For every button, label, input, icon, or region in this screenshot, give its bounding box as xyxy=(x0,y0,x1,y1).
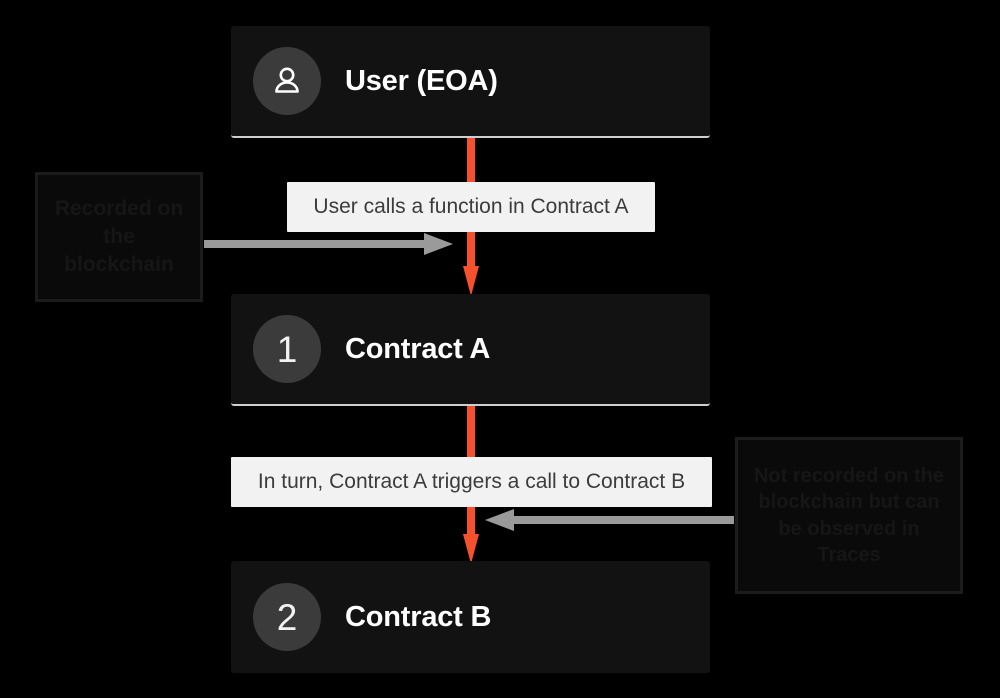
node-contract-b[interactable]: 2 Contract B xyxy=(231,561,710,673)
user-avatar-icon xyxy=(253,47,321,115)
callout-contract-a-triggers-b: In turn, Contract A triggers a call to C… xyxy=(231,457,712,507)
node-user-eoa[interactable]: User (EOA) xyxy=(231,26,710,138)
callout-contract-a-triggers-b-text: In turn, Contract A triggers a call to C… xyxy=(257,470,686,493)
callout-user-calls-function: User calls a function in Contract A xyxy=(287,182,655,232)
annotation-not-recorded-traces: Not recorded on the blockchain but can b… xyxy=(735,437,963,594)
node-contract-a-label: Contract A xyxy=(345,332,491,365)
annotation-not-recorded-traces-text: Not recorded on the blockchain but can b… xyxy=(753,464,944,566)
step-badge-2-number: 2 xyxy=(276,596,298,638)
annotation-pointer-arrow-left xyxy=(484,507,734,533)
annotation-pointer-arrow-right xyxy=(204,231,454,257)
annotation-recorded-on-blockchain-text: Recorded on the blockchain xyxy=(54,197,184,276)
step-badge-2: 2 xyxy=(253,583,321,651)
node-contract-b-label: Contract B xyxy=(345,600,492,633)
step-badge-1-number: 1 xyxy=(276,328,298,370)
callout-user-calls-function-text: User calls a function in Contract A xyxy=(313,195,629,218)
node-user-eoa-label: User (EOA) xyxy=(345,64,498,97)
step-badge-1: 1 xyxy=(253,315,321,383)
annotation-recorded-on-blockchain: Recorded on the blockchain xyxy=(35,172,203,302)
node-contract-a[interactable]: 1 Contract A xyxy=(231,294,710,406)
